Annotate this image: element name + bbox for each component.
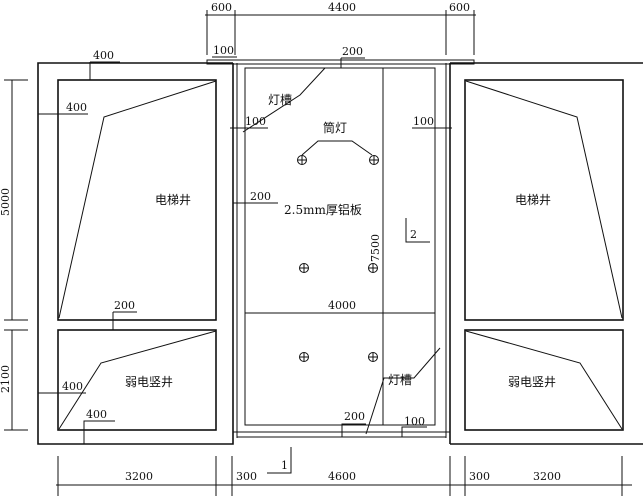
dimension-label: 3200 [533, 470, 561, 483]
elevator-shaft-left: 电梯井 [57, 79, 217, 321]
dimension-label: 200 [344, 410, 365, 423]
dimension-label: 100 [213, 44, 234, 57]
downlight-icon [299, 352, 309, 362]
dimension-label: 400 [93, 49, 114, 62]
weak-shaft-left: 弱电竖井 [57, 329, 217, 431]
weak-shaft-right: 弱电竖井 [464, 329, 624, 431]
dimension-label: 200 [342, 45, 363, 58]
light-slot-leader [242, 67, 326, 133]
dimension-label: 400 [62, 380, 83, 393]
room-label: 弱电竖井 [508, 375, 556, 389]
dimension-label: 100 [245, 115, 266, 128]
dimension-label: 1 [281, 459, 288, 472]
dimension-label: 200 [114, 299, 135, 312]
dimension-label: 7500 [369, 234, 382, 262]
section-mark-2: 2 [405, 218, 430, 243]
dimension-label: 400 [86, 408, 107, 421]
dimension-label: 3200 [125, 470, 153, 483]
room-label: 电梯井 [515, 193, 551, 207]
top-dimensions: 600 4400 600 [205, 1, 476, 55]
dimension-label: 300 [236, 470, 257, 483]
dimension-label: 400 [66, 101, 87, 114]
light-slot-leader [365, 347, 441, 435]
downlight-icon [368, 352, 378, 362]
downlight-icon [369, 155, 379, 165]
downlight-icon [299, 263, 309, 273]
room-label: 电梯井 [155, 193, 191, 207]
dimension-label: 4000 [328, 299, 356, 312]
downlight-icon [368, 263, 378, 273]
dimension-label: 300 [469, 470, 490, 483]
dimension-label: 2 [410, 228, 417, 241]
panel-label: 2.5mm厚铝板 [284, 202, 362, 217]
dimension-label: 200 [250, 190, 271, 203]
elevator-shaft-right: 电梯井 [464, 79, 624, 321]
dimension-label: 100 [404, 415, 425, 428]
section-mark-1: 1 [267, 447, 292, 474]
light-slot-label: 灯槽 [268, 93, 292, 107]
downlights [297, 155, 379, 362]
dimension-label: 4400 [328, 1, 356, 14]
left-dimensions: 5000 2100 [0, 79, 28, 431]
dimension-label: 100 [413, 115, 434, 128]
light-slot-label: 灯槽 [388, 373, 412, 387]
bottom-dimensions: 3200 300 4600 300 3200 [56, 456, 632, 496]
downlight-icon [297, 155, 307, 165]
dimension-label: 600 [211, 1, 232, 14]
dimension-label: 600 [449, 1, 470, 14]
detail-dimensions: 400 400 100 200 100 100 200 200 400 400 … [38, 44, 452, 444]
dimension-label: 2100 [0, 365, 12, 393]
downlight-label: 筒灯 [323, 120, 347, 135]
dimension-label: 5000 [0, 188, 12, 216]
room-label: 弱电竖井 [125, 375, 173, 389]
aluminium-panel: 2.5mm厚铝板 筒灯 [244, 67, 436, 426]
dimension-label: 4600 [328, 470, 356, 483]
